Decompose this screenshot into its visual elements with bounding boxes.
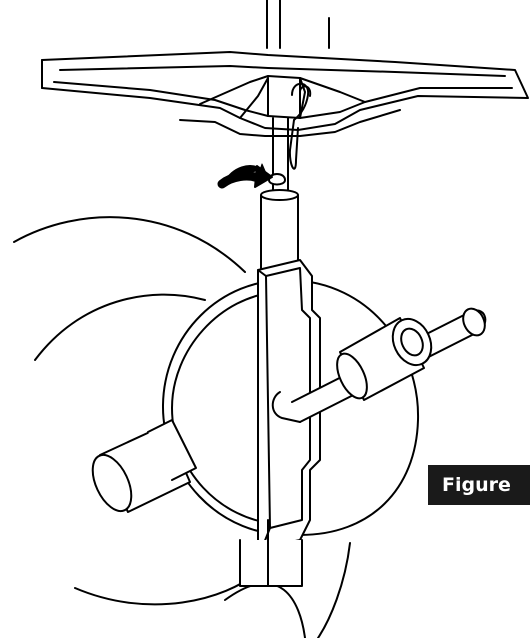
hook-clip — [288, 82, 312, 170]
axle-left — [91, 419, 197, 513]
upper-cylinder — [260, 189, 299, 269]
figure-label: Figure — [428, 465, 530, 505]
axle-right — [271, 307, 487, 423]
curved-arrow-icon — [217, 163, 273, 189]
center-post — [266, 0, 330, 49]
tire-outline — [13, 216, 351, 638]
bracket-plate — [239, 259, 321, 587]
adapter-shaft — [268, 117, 289, 191]
turntable-spider — [41, 51, 529, 137]
